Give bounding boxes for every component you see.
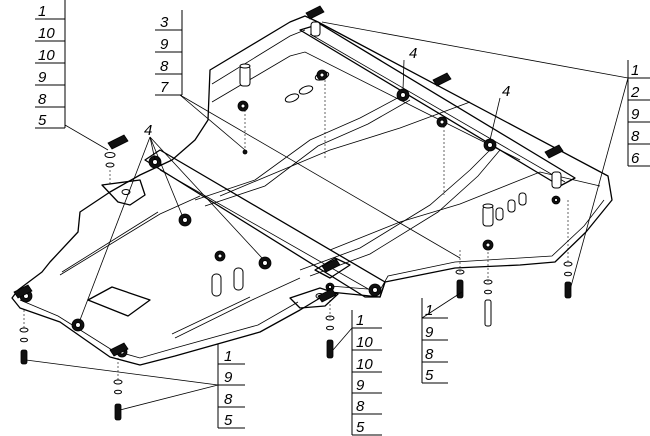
diagonal-ribs (194, 93, 501, 277)
studs (239, 21, 562, 227)
callout-right-row-2: 2 (630, 84, 640, 101)
callout-top-left: 1 10 10 9 8 5 (35, 0, 66, 129)
callout-top-left-row-6: 5 (38, 112, 47, 129)
callout-right-row-4: 8 (631, 128, 640, 145)
callout-right-row-3: 9 (631, 106, 640, 123)
callout-bottom-left-row-1: 1 (224, 348, 232, 365)
callout-right-row-5: 6 (631, 150, 640, 167)
callout-bottom-left-row-3: 8 (224, 391, 233, 408)
mounting-bosses (19, 69, 561, 358)
callout-upper-center-row-2: 9 (160, 36, 169, 53)
callout-bottom-left: 1 9 8 5 (217, 344, 245, 429)
callout-bottom-right: 1 9 8 5 (421, 298, 448, 384)
callout-upper-center-row-4: 7 (160, 79, 169, 96)
callout-bottom-center-row-2: 10 (356, 334, 373, 351)
callout-top-left-row-2: 10 (38, 25, 55, 42)
callout-bottom-right-row-2: 9 (425, 324, 434, 341)
callout-bottom-center-row-5: 8 (356, 398, 365, 415)
leader-lines (25, 21, 629, 411)
clips (13, 5, 564, 357)
callout-top-left-row-4: 9 (38, 69, 47, 86)
cross-beam-rear (299, 23, 576, 187)
callout-upper-center-row-1: 3 (160, 14, 169, 31)
callout-bottom-right-row-4: 5 (425, 367, 434, 384)
callout-bottom-center-row-1: 1 (356, 312, 364, 329)
callout-right: 1 2 9 8 6 (627, 60, 650, 167)
callout-bottom-center-row-4: 9 (356, 377, 365, 394)
callout-bottom-center-row-3: 10 (356, 356, 373, 373)
callout-top-left-row-1: 1 (38, 3, 46, 20)
callout-right-row-1: 1 (631, 62, 639, 79)
label-4-center: 4 (409, 45, 417, 62)
label-4-left: 4 (144, 122, 152, 139)
callout-bottom-right-row-3: 8 (425, 346, 434, 363)
cross-beam-front (144, 149, 386, 298)
callout-bottom-left-row-4: 5 (224, 412, 233, 429)
label-4-right: 4 (502, 83, 510, 100)
callout-upper-center-row-3: 8 (160, 58, 169, 75)
skid-plate (11, 15, 613, 366)
callout-upper-center: 3 9 8 7 (155, 10, 183, 96)
fasteners (19, 80, 573, 421)
callout-bottom-center-row-6: 5 (356, 419, 365, 436)
callout-bottom-right-row-1: 1 (425, 302, 433, 319)
callout-top-left-row-5: 8 (38, 91, 47, 108)
callout-bottom-center: 1 10 10 9 8 5 (351, 310, 382, 436)
callout-top-left-row-3: 10 (38, 47, 55, 64)
callout-bottom-left-row-2: 9 (224, 369, 233, 386)
slots (87, 71, 527, 317)
